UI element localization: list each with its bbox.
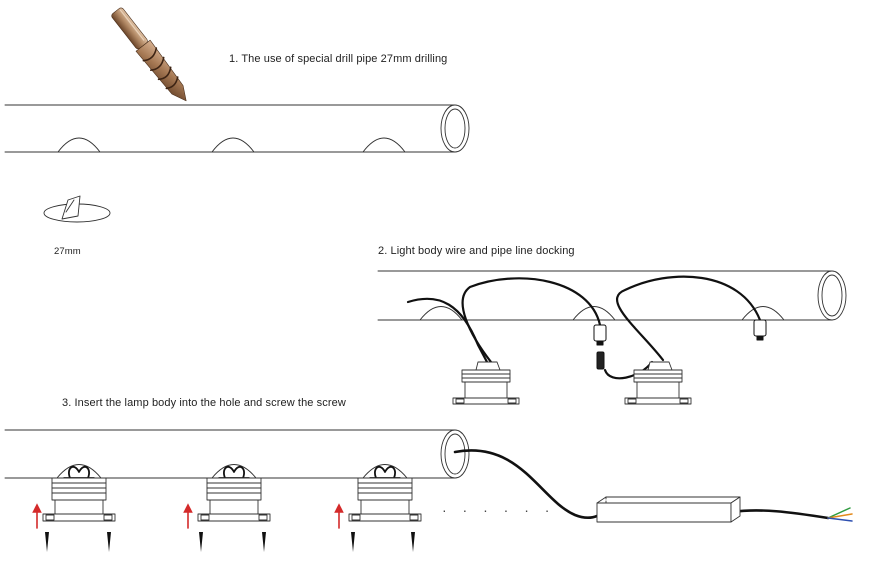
step-3-label: 3. Insert the lamp body into the hole an…: [62, 397, 346, 409]
wire-ends: [827, 507, 853, 522]
lamp-body-icon: [197, 465, 271, 522]
step-2-label: 2. Light body wire and pipe line docking: [378, 245, 575, 257]
power-driver-icon: [596, 496, 741, 523]
hole-size-label: 27mm: [54, 246, 81, 257]
main-cable: [453, 449, 830, 520]
hole-icon: [43, 195, 111, 223]
up-arrow-icon: [32, 503, 344, 529]
lamp-body-icon: [624, 361, 692, 405]
cable-lines: [406, 275, 762, 380]
drill-bit-icon: [111, 7, 187, 102]
screw-icon: [45, 532, 415, 552]
connector-icon: [593, 319, 767, 370]
continuation-dots: · · · · · ·: [442, 502, 556, 518]
pipe-icon: [4, 429, 470, 479]
step-1-label: 1. The use of special drill pipe 27mm dr…: [229, 53, 448, 65]
lamp-body-icon: [42, 465, 116, 522]
pipe-icon: [4, 104, 470, 153]
lamp-body-icon: [348, 465, 422, 522]
pipe-icon: [377, 270, 847, 321]
lamp-body-icon: [452, 361, 520, 405]
